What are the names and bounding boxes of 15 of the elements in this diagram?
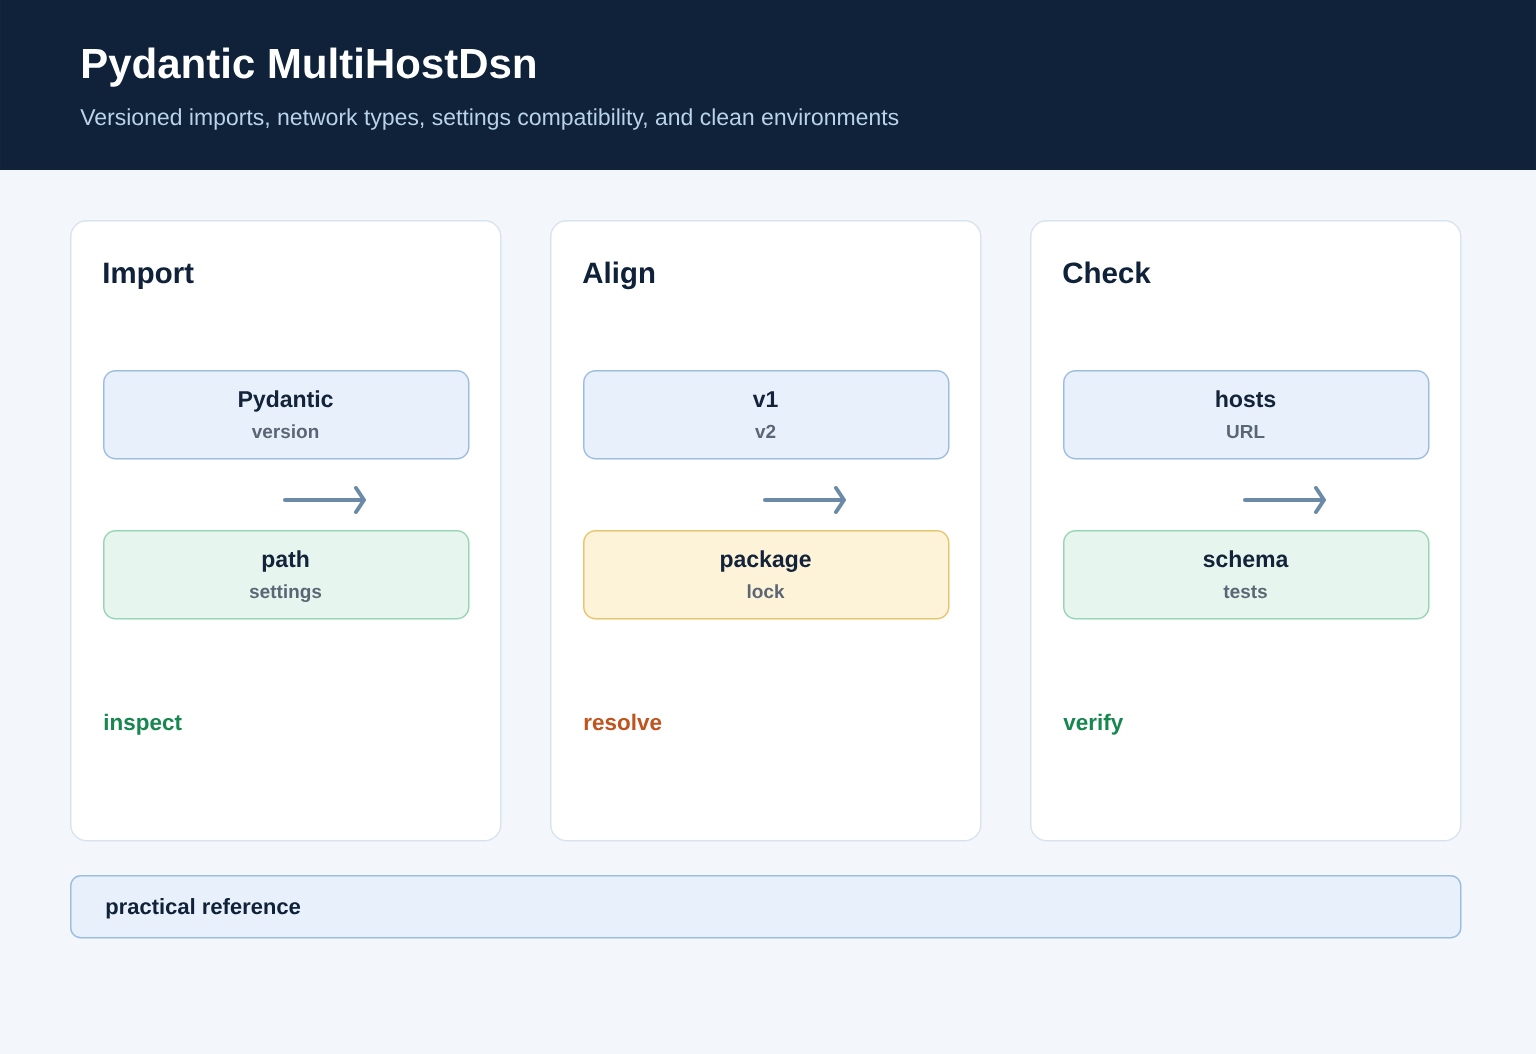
process-box: path settings: [103, 530, 470, 620]
process-box: hosts URL: [1063, 370, 1430, 460]
process-box: schema tests: [1063, 530, 1430, 620]
process-box: package lock: [583, 530, 950, 620]
step-label: resolve: [584, 713, 662, 731]
subtitle: Versioned imports, network types, settings compatibility, and clean environments: [80, 108, 899, 130]
process-box: Pydantic version: [103, 370, 470, 460]
step-label: inspect: [104, 713, 182, 735]
panel-heading: Align: [582, 261, 655, 290]
footer-band: practical reference: [70, 875, 1462, 939]
process-box: v1 v2: [583, 370, 950, 460]
panel-heading: Check: [1063, 261, 1151, 284]
panel-heading: Import: [104, 262, 194, 290]
step-label: verify: [1063, 713, 1124, 735]
title: Pydantic MultiHostDsn: [83, 47, 535, 87]
